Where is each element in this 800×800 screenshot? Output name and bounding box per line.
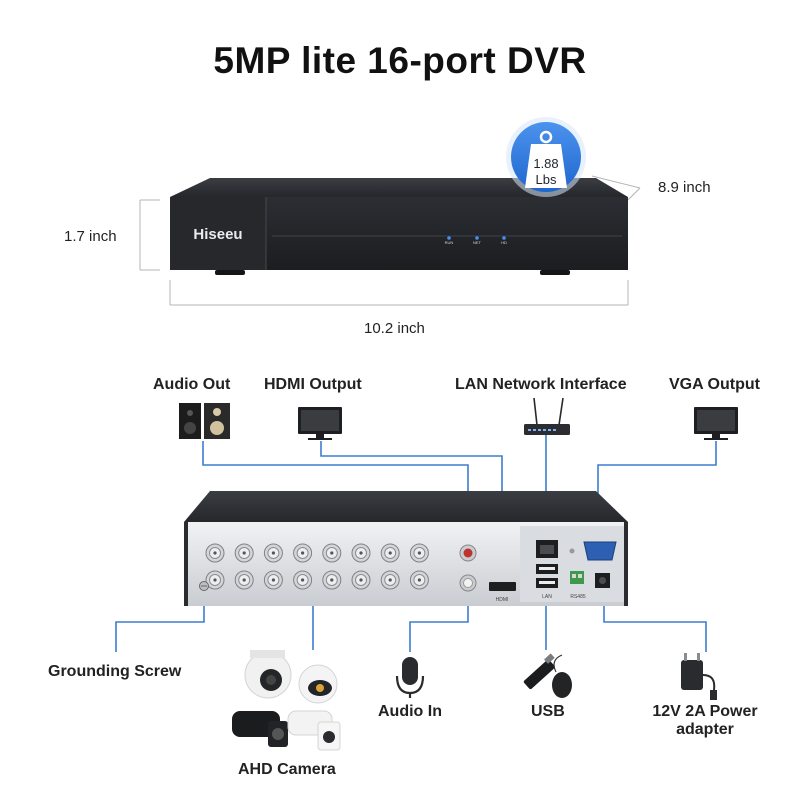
audio-in-label: Audio In [378,703,442,720]
lan-port-label: LAN [542,594,552,600]
rs485-label: RS485 [570,594,586,600]
bnc-port-1 [205,543,225,563]
power-adapter-label: 12V 2A Power adapter [640,703,770,739]
ahd-cameras-icon [232,650,341,751]
audio-in-port [459,574,477,592]
weight-unit: Lbs [536,172,557,187]
dvr-front-view: Hiseeu RUN NET HD [170,178,628,275]
audio-in-line [409,592,469,652]
dvr-brand-section [170,197,266,270]
dvr-foot-right [540,270,570,275]
led-run-label: RUN [445,240,454,245]
vga-monitor-icon [694,407,738,440]
bnc-port-12 [293,570,313,590]
hdmi-monitor-icon [298,407,342,440]
usb-devices-icon [523,653,572,698]
weight-icon [539,130,553,144]
usb-label: USB [531,703,565,720]
page-title: 5MP lite 16-port DVR [213,40,587,81]
bnc-port-6 [351,543,371,563]
power-adapter-icon [681,653,717,700]
led-hd-label: HD [501,240,507,245]
width-dimension: 10.2 inch [364,320,425,337]
bnc-port-10 [234,570,254,590]
hdmi-port: HDMI [489,582,516,603]
power-port [595,573,610,588]
bnc-port-8 [409,543,429,563]
bnc-port-2 [234,543,254,563]
dvr-rear-view: HDMI LAN RS485 [184,491,628,606]
lan-port [536,540,558,558]
bnc-port-4 [293,543,313,563]
bnc-port-14 [351,570,371,590]
led-hd [502,236,506,240]
dvr-top-panel [170,178,628,197]
bnc-port-16 [409,570,429,590]
led-net [475,236,479,240]
weight-value: 1.88 [533,156,558,171]
speakers-icon [179,403,230,439]
rs485-terminal: RS485 [570,571,586,600]
audio-out-port [459,544,477,562]
led-net-label: NET [473,240,482,245]
bnc-port-5 [322,543,342,563]
hdmi-port-label: HDMI [496,597,509,603]
height-dimension: 1.7 inch [64,228,117,245]
dvr-rear-top [184,491,628,522]
microphone-icon [395,657,425,698]
led-run [447,236,451,240]
dimension-guides [139,175,641,306]
vga-port [569,541,617,561]
audio-out-label: Audio Out [153,376,231,393]
bnc-port-15 [380,570,400,590]
bnc-port-3 [263,543,283,563]
hdmi-output-label: HDMI Output [264,376,362,393]
usb-ports: LAN [536,564,558,600]
bnc-port-11 [263,570,283,590]
dvr-foot-left [215,270,245,275]
depth-dimension: 8.9 inch [658,179,711,196]
power-adapter-line2: adapter [676,721,734,738]
bnc-ports [205,543,429,590]
vga-output-label: VGA Output [669,376,760,393]
weight-badge: 1.88 Lbs [506,117,586,197]
ahd-camera-label: AHD Camera [238,761,336,778]
grounding-screw [199,581,209,591]
bnc-port-13 [322,570,342,590]
lan-interface-label: LAN Network Interface [455,376,627,393]
router-icon [524,397,570,435]
bnc-port-7 [380,543,400,563]
bnc-port-9 [205,570,225,590]
power-adapter-line1: 12V 2A Power [652,703,758,720]
grounding-screw-label: Grounding Screw [48,663,182,680]
brand-logo: Hiseeu [193,226,242,243]
